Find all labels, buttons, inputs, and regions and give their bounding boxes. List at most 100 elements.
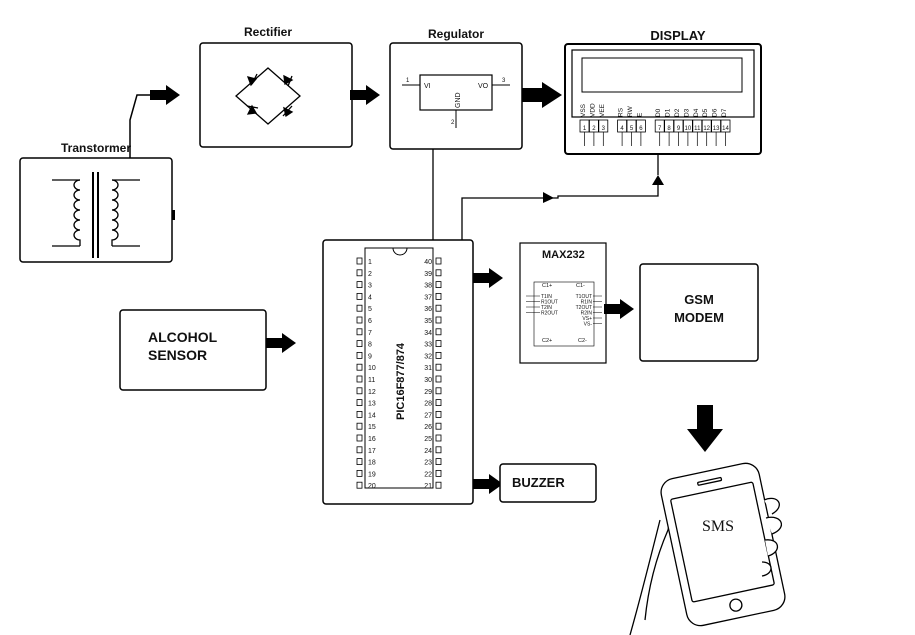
- lcd-pin-header: VSS1VDD2VEE3RS4RW5E6D07D18D29D310D411D51…: [579, 103, 731, 146]
- max232-pin-label: T2IN: [541, 305, 552, 311]
- arrow-to-display: [522, 82, 562, 108]
- max232-pin-label: T1IN: [541, 294, 552, 300]
- max232-pin-label: R2IN: [581, 311, 593, 317]
- alcohol-sensor-label-line2: SENSOR: [148, 347, 207, 363]
- mcu-pin-number: 4: [368, 294, 372, 301]
- mcu-pin-number: 29: [424, 389, 432, 396]
- mcu-pin-pad: [435, 458, 442, 466]
- mcu-pin-pad: [435, 292, 442, 300]
- transformer-coil-icon: [52, 172, 140, 258]
- mcu-pin-number: 15: [368, 424, 376, 431]
- transformer-block: Transtormer: [19, 141, 175, 263]
- regulator-pin-gnd: GND: [455, 92, 462, 108]
- lcd-pin-number: 10: [685, 126, 692, 132]
- lcd-pin-name: RS: [618, 107, 625, 117]
- max232-pin-label: R1IN: [581, 300, 593, 306]
- mcu-pin-number: 1: [368, 259, 372, 266]
- mcu-pin-pad: [435, 316, 442, 324]
- mcu-pin-pad: [356, 375, 363, 383]
- display-block: DISPLAY VSS1VDD2VEE3RS4RW5E6D07D18D29D31…: [564, 28, 762, 155]
- mcu-block: PIC16F877/874 12345678910111213141516171…: [322, 239, 474, 505]
- lcd-pin-name: D0: [655, 108, 662, 117]
- mcu-pin-pad: [356, 281, 363, 289]
- mcu-pin-pad: [435, 375, 442, 383]
- rectifier-label: Rectifier: [244, 25, 292, 39]
- mcu-pin-pad: [435, 469, 442, 477]
- mcu-pin-number: 17: [368, 448, 376, 455]
- mcu-pin-number: 37: [424, 294, 432, 301]
- mcu-pin-pad: [435, 434, 442, 442]
- mcu-pin-number: 26: [424, 424, 432, 431]
- mcu-pin-number: 38: [424, 283, 432, 290]
- lcd-pin-number: 3: [602, 126, 606, 132]
- lcd-screen: [581, 57, 743, 93]
- buzzer-label: BUZZER: [512, 475, 565, 490]
- arrow-mcu-to-max232: [473, 268, 503, 288]
- mcu-pin-number: 18: [368, 460, 376, 467]
- mcu-pin-number: 6: [368, 318, 372, 325]
- mcu-pin-number: 25: [424, 436, 432, 443]
- lcd-pin-number: 11: [694, 126, 701, 132]
- max232-chip-body: [533, 281, 595, 347]
- arrow-max232-to-gsm: [604, 299, 634, 319]
- phone-icon: [629, 462, 786, 635]
- lcd-pin-name: RW: [627, 105, 634, 117]
- lcd-pin-name: D7: [721, 108, 728, 117]
- mcu-pin-number: 19: [368, 471, 376, 478]
- mcu-pin-pad: [435, 422, 442, 430]
- mcu-pin-pad: [356, 304, 363, 312]
- lcd-pin-number: 7: [658, 126, 662, 132]
- lcd-pin-number: 1: [583, 126, 587, 132]
- arrow-gsm-to-phone: [687, 405, 723, 452]
- mcu-chip-body: [364, 247, 434, 489]
- arrow-to-regulator: [350, 85, 380, 105]
- mcu-pin-number: 10: [368, 365, 376, 372]
- mcu-pin-number: 34: [424, 330, 432, 337]
- transformer-rectifier-wire: [129, 94, 150, 158]
- mcu-pin-pad: [356, 316, 363, 324]
- mcu-pin-pad: [356, 387, 363, 395]
- lcd-pin-name: VEE: [599, 103, 606, 117]
- max232-pin-label: R2OUT: [541, 311, 558, 317]
- buzzer-block: BUZZER: [499, 463, 597, 503]
- mcu-pin-pad: [435, 481, 442, 489]
- mcu-pin-pad: [356, 469, 363, 477]
- lcd-pin-number: 2: [592, 126, 596, 132]
- mcu-pin-number: 30: [424, 377, 432, 384]
- max232-pins: C1+C1-T1INR1OUTT2INR2OUTT1OUTR1INT2OUTR2…: [526, 281, 602, 347]
- lcd-pin-name: D5: [702, 108, 709, 117]
- gsm-label-line2: MODEM: [674, 310, 724, 325]
- max232-pin-label: C2+: [542, 338, 552, 344]
- lcd-pin-name: D2: [674, 108, 681, 117]
- mcu-pin-pad: [435, 410, 442, 418]
- mcu-pin-pad: [435, 446, 442, 454]
- sms-label: SMS: [702, 518, 734, 535]
- display-label: DISPLAY: [650, 28, 705, 43]
- lcd-pin-name: D3: [683, 108, 690, 117]
- regulator-pin-3: 3: [502, 78, 506, 84]
- max232-pin-label: T1OUT: [576, 294, 592, 300]
- max232-pin-label: C1-: [576, 283, 585, 289]
- mcu-pin-pad: [356, 446, 363, 454]
- mcu-pin-pad: [356, 269, 363, 277]
- max232-pin-label: VS-: [584, 322, 593, 328]
- mcu-pin-pad: [356, 363, 363, 371]
- lcd-pin-number: 9: [677, 126, 681, 132]
- mcu-display-wire: [461, 183, 659, 240]
- max232-block: MAX232 C1+C1-T1INR1OUTT2INR2OUTT1OUTR1IN…: [519, 242, 607, 364]
- mcu-pin-pad: [435, 257, 442, 265]
- arrow-mcu-to-buzzer: [473, 474, 503, 494]
- mcu-pin-pad: [356, 351, 363, 359]
- lcd-pin-number: 14: [722, 126, 729, 132]
- lcd-pin-number: 6: [639, 126, 643, 132]
- mcu-pin-pad: [356, 340, 363, 348]
- mcu-pin-pad: [356, 422, 363, 430]
- mcu-pin-number: 40: [424, 259, 432, 266]
- mcu-pin-number: 16: [368, 436, 376, 443]
- transformer-label: Transtormer: [61, 141, 131, 155]
- mcu-pin-number: 11: [368, 377, 375, 384]
- mcu-pin-number: 9: [368, 353, 372, 360]
- mcu-pin-number: 28: [424, 401, 432, 408]
- mcu-pin-pad: [356, 434, 363, 442]
- arrow-mcu-to-display-up: [652, 175, 664, 185]
